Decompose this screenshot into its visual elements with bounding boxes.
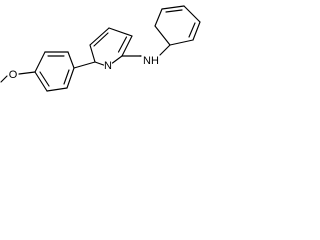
benzyl-ring-double-2 — [188, 22, 196, 38]
anisole-ring-double-3 — [63, 69, 70, 85]
ether-oxygen-label: O — [9, 69, 18, 81]
benzyl-phenyl-ring — [154, 5, 201, 46]
benzyl-ring-bond-2 — [161, 5, 185, 10]
benzyl-ring-bond-3 — [183, 5, 201, 23]
anisole-ring-bond-3 — [34, 51, 46, 73]
pyridine-bond-n-c2 — [111, 55, 123, 64]
benzyl-ring-bond-4 — [192, 21, 201, 41]
anisole-ring-double-2 — [39, 71, 50, 87]
benzyl-bond-ch2-ring — [154, 25, 171, 46]
anisole-ring-bond-4 — [34, 71, 48, 92]
pyridine-bond-c6-n — [94, 61, 105, 66]
pyridine-double-bond-c4-c5 — [93, 32, 109, 47]
pyridine-bond-c4-c5 — [89, 27, 110, 46]
amine-nh-label: NH — [143, 55, 159, 67]
benzyl-ring-bond-5 — [169, 39, 194, 46]
bond-oxygen-to-methyl — [0, 75, 8, 83]
benzyl-ring-double-1 — [165, 9, 183, 13]
bond-nh-to-benzyl-ch2 — [159, 44, 171, 56]
pyridine-bond-c5-c6 — [89, 44, 96, 63]
methoxyphenyl-ring — [34, 51, 96, 92]
pyridine-nitrogen-label: N — [104, 60, 112, 72]
anisole-ring-bond-5 — [46, 87, 68, 92]
chemical-structure-diagram: N NH O — [0, 5, 201, 92]
anisole-ring-bond-6 — [66, 67, 75, 89]
pyridine-bond-c3-c4 — [108, 27, 133, 37]
anisole-ring-bond-1 — [67, 51, 75, 69]
pyridine-double-bond-c2-c3 — [117, 36, 128, 53]
pyridine-bond-c2-c3 — [121, 35, 133, 57]
pyridine-ring — [89, 27, 133, 66]
benzyl-ring-bond-1 — [154, 8, 163, 27]
bond-ring-to-oxygen — [18, 71, 36, 75]
biaryl-bond — [73, 61, 96, 69]
